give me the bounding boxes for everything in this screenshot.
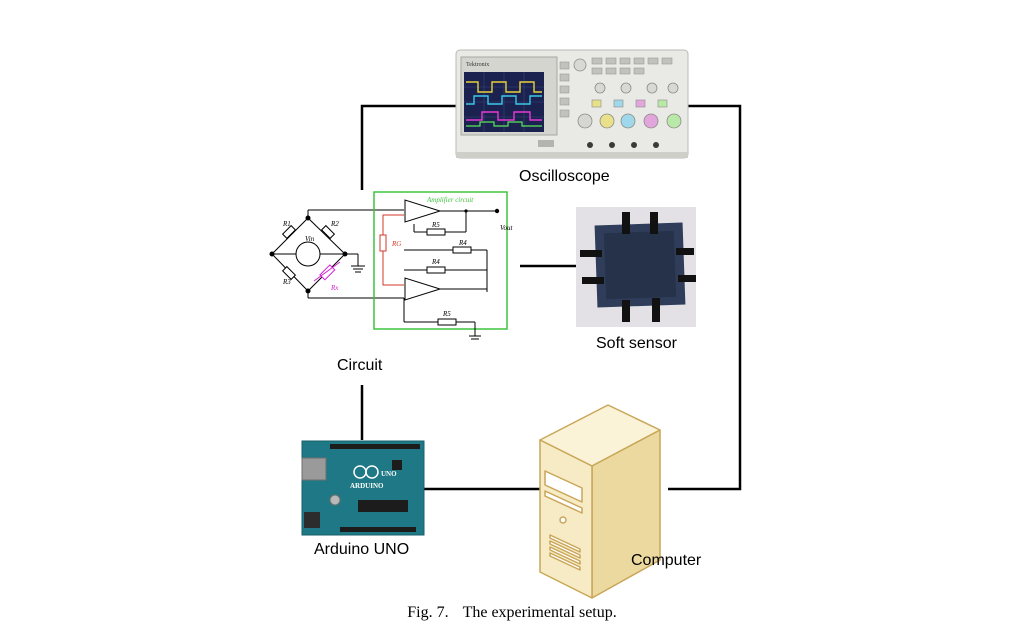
figure-caption: Fig. 7. The experimental setup. [0,604,1024,622]
voltage-source-icon [295,241,321,267]
wire-circuit-oscilloscope [360,104,456,190]
circuit-schematic [269,209,404,299]
oscilloscope: Tektronix [455,49,689,159]
scope-trace-yellow [466,81,542,93]
arduino-model: UNO [381,470,397,478]
arduino-board: UNO ARDUINO [301,440,425,536]
label-computer: Computer [631,552,702,569]
scope-trace-cyan [466,95,542,105]
scope-trace-green [466,121,542,127]
amplifier-box [373,191,508,330]
label-r1: R1 [282,220,291,228]
label-soft-sensor: Soft sensor [596,335,677,352]
amplifier-title: Amplifier circuit [426,196,474,204]
label-circuit: Circuit [337,357,383,374]
wire-oscilloscope-computer [668,104,742,491]
label-r5-top: R5 [431,221,440,229]
amplifier-circuit [373,191,508,340]
scope-trace-magenta [466,111,542,121]
label-oscilloscope: Oscilloscope [519,168,610,185]
circuit-labels: R1 R2 R3 Rx Vin RG R5 R4 R4 R5 Vout Ampl… [282,196,514,318]
label-r3: R3 [282,278,291,286]
label-r2: R2 [330,220,339,228]
figure-caption-text: The experimental setup. [462,604,617,621]
computer-tower [539,404,661,599]
arduino-brand: ARDUINO [350,482,384,490]
label-rx: Rx [330,284,339,292]
label-arduino: Arduino UNO [314,541,410,558]
label-r4-top: R4 [458,239,467,247]
label-r5-bottom: R5 [442,310,451,318]
label-rg: RG [391,240,401,248]
connection-lines [360,104,742,491]
soft-sensor [576,207,696,327]
figure-number: Fig. 7. [407,604,449,621]
label-vout: Vout [500,224,514,232]
oscilloscope-brand: Tektronix [466,62,489,68]
label-r4-mid: R4 [431,258,440,266]
label-vin: Vin [305,235,315,243]
